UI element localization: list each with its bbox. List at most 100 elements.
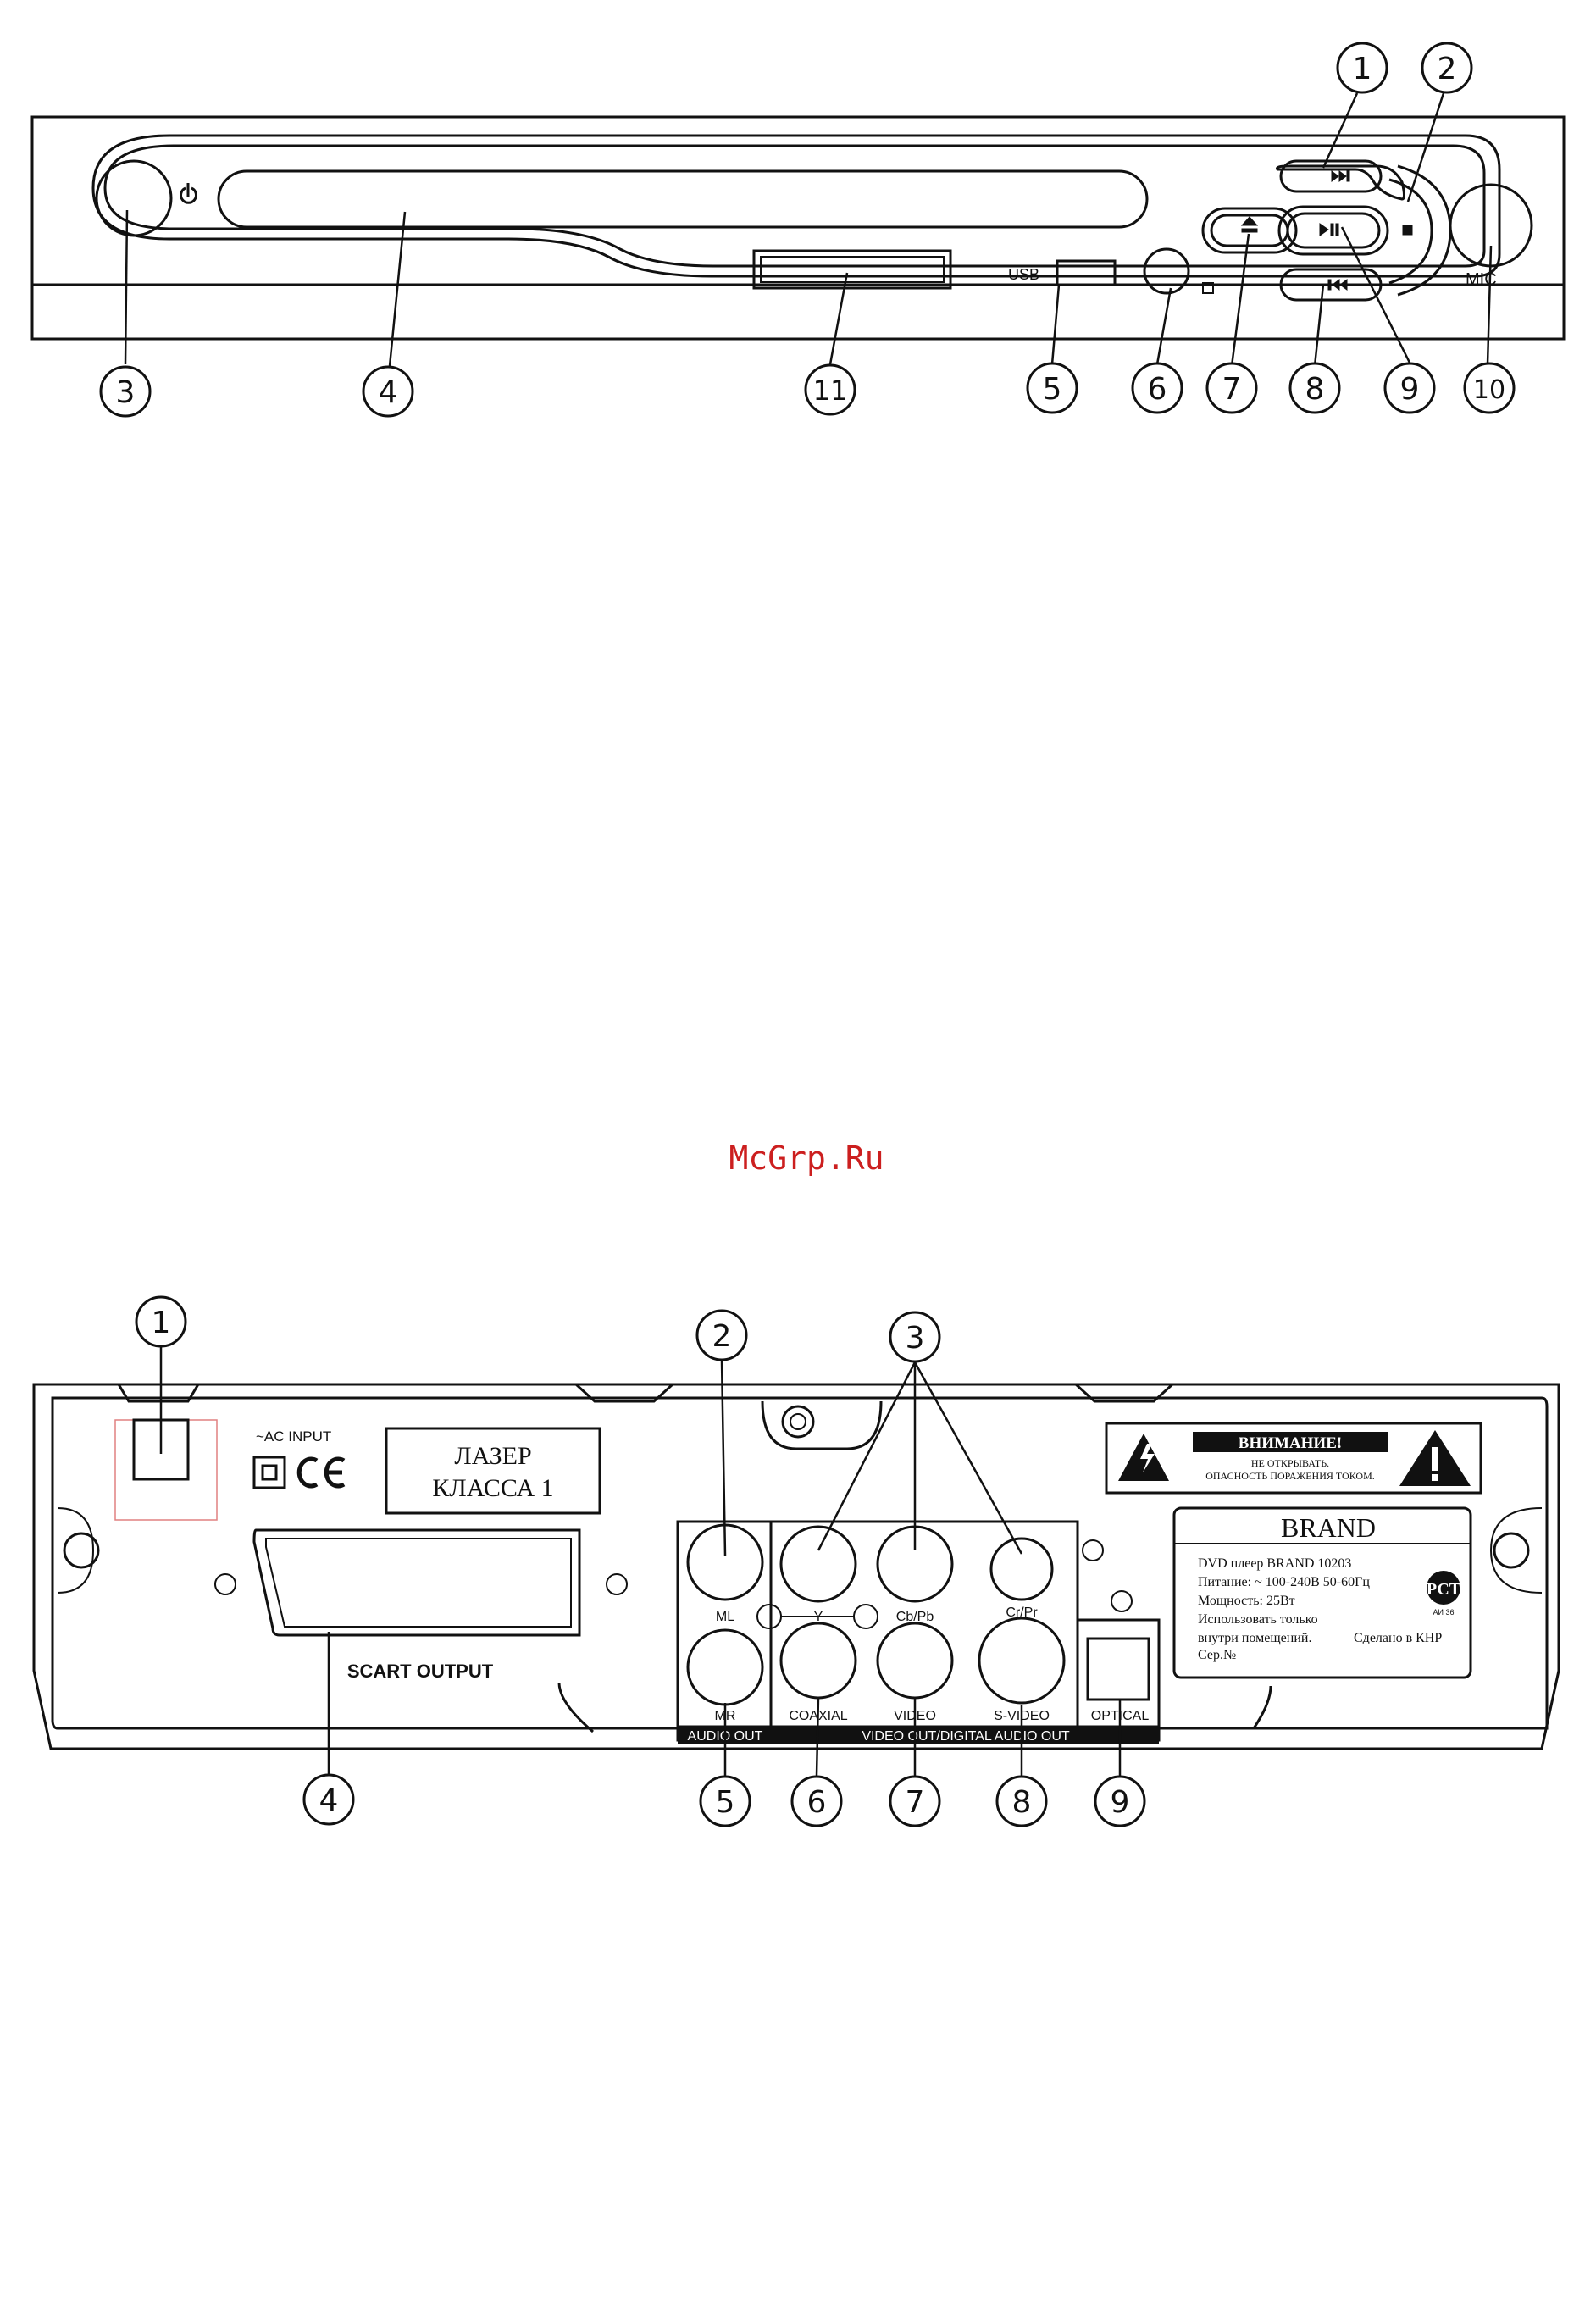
ce-mark-icon <box>296 1456 346 1489</box>
ac-input-label: ~AC INPUT <box>256 1428 331 1445</box>
ir-sensor-icon <box>1202 282 1214 294</box>
usb-port[interactable] <box>1056 259 1117 286</box>
rear-top-notch-left <box>574 1383 674 1403</box>
play-pause-icon <box>1319 223 1339 236</box>
eject-icon <box>1240 216 1259 233</box>
jack-panel-label-bar <box>678 1727 1159 1744</box>
svg-text:3: 3 <box>906 1321 925 1356</box>
svg-text:6: 6 <box>807 1785 827 1820</box>
svg-text:4: 4 <box>319 1783 339 1818</box>
rear-callout-2: 2 <box>695 1309 748 1361</box>
front-chassis <box>30 115 1566 341</box>
scart-connector[interactable] <box>252 1528 581 1637</box>
double-insulation-icon <box>252 1456 286 1489</box>
svg-text:7: 7 <box>1222 372 1242 407</box>
rear-leader-lines <box>159 1347 1122 1777</box>
next-button[interactable] <box>1279 159 1383 193</box>
svg-text:9: 9 <box>1111 1785 1130 1820</box>
rear-callout-3: 3 <box>889 1311 941 1363</box>
front-panel <box>30 115 1566 341</box>
rear-hole-right-2 <box>1111 1590 1133 1612</box>
stop-icon <box>1402 225 1413 236</box>
rear-chassis-inner <box>51 1396 1549 1730</box>
spec-sticker <box>1172 1506 1472 1679</box>
spec-made-in: Сделано в КНР <box>1354 1631 1442 1645</box>
rear-side-screw-left <box>63 1532 100 1569</box>
rear-chassis-outer <box>32 1383 1560 1750</box>
certification-mark-icon: РСТ <box>1427 1571 1461 1605</box>
laser-label-line2: КЛАССА 1 <box>432 1474 553 1502</box>
laser-label-line1: ЛАЗЕР <box>454 1442 531 1470</box>
svg-text:8: 8 <box>1012 1785 1032 1820</box>
warning-line1: НЕ ОТКРЫВАТЬ. <box>1251 1457 1329 1469</box>
front-callout-11: 11 <box>804 363 856 416</box>
power-button[interactable] <box>95 159 173 237</box>
rear-bottom-bump-right <box>1252 1685 1272 1729</box>
svg-text:10: 10 <box>1473 375 1505 405</box>
faceplate-inner <box>103 144 1486 268</box>
video-out-label: VIDEO OUT/DIGITAL AUDIO OUT <box>862 1729 1070 1744</box>
front-callout-8: 8 <box>1288 362 1341 414</box>
label-cr-pr: Cr/Pr <box>1006 1605 1038 1620</box>
jack-s-video[interactable] <box>978 1617 1066 1705</box>
rear-top-notch-ac <box>117 1384 200 1403</box>
label-ml: ML <box>716 1610 734 1624</box>
lightning-warning-icon <box>1118 1434 1169 1481</box>
rear-callout-1: 1 <box>135 1295 187 1348</box>
front-callout-1: 1 <box>1336 42 1388 94</box>
display-window-inner <box>760 256 945 283</box>
svg-text:8: 8 <box>1305 372 1325 407</box>
stop-button[interactable] <box>1388 178 1433 285</box>
label-cb-pb: Cb/Pb <box>896 1610 934 1624</box>
svg-text:11: 11 <box>813 374 848 407</box>
spec-line-wattage: Мощность: 25Вт <box>1198 1594 1295 1608</box>
rear-bottom-bump-left <box>557 1682 594 1733</box>
spec-serial: Сер.№ <box>1198 1648 1236 1662</box>
svg-text:9: 9 <box>1400 372 1420 407</box>
jack-coaxial[interactable] <box>779 1622 857 1700</box>
rear-callout-9: 9 <box>1094 1775 1146 1827</box>
spec-line-indoor-1: Использовать только <box>1198 1612 1318 1627</box>
front-callout-2: 2 <box>1421 42 1473 94</box>
rear-side-bracket-right <box>1489 1507 1543 1594</box>
mic-label: MIC <box>1466 270 1497 289</box>
scart-label: SCART OUTPUT <box>347 1661 494 1682</box>
svg-text:7: 7 <box>906 1785 925 1820</box>
jack-divider-ring-right <box>853 1604 878 1629</box>
eject-button-ring <box>1201 207 1298 254</box>
warning-sticker <box>1105 1422 1482 1495</box>
jack-y[interactable] <box>779 1525 857 1603</box>
front-callouts: 1 2 3 4 11 5 6 7 8 9 10 <box>99 42 1516 418</box>
jack-optical[interactable] <box>1086 1637 1150 1701</box>
front-callout-10: 10 <box>1463 362 1516 414</box>
usb-label: USB <box>1008 266 1039 283</box>
warning-line2: ОПАСНОСТЬ ПОРАЖЕНИЯ ТОКОМ. <box>1205 1470 1375 1482</box>
spec-line-model: DVD плеер BRAND 10203 <box>1198 1556 1351 1571</box>
front-callout-6: 6 <box>1131 362 1183 414</box>
rear-top-screw <box>781 1405 815 1439</box>
display-window <box>752 249 952 290</box>
warning-title: ВНИМАНИЕ! <box>1239 1434 1342 1452</box>
jack-cr-pr[interactable] <box>989 1537 1054 1601</box>
svg-text:5: 5 <box>716 1785 735 1820</box>
scart-connector-inner <box>265 1538 572 1628</box>
ir-sensor <box>1143 247 1190 295</box>
watermark: McGrp.Ru <box>729 1140 884 1177</box>
spec-line-indoor-2: внутри помещений. <box>1198 1631 1311 1645</box>
prev-button[interactable] <box>1279 268 1383 302</box>
jack-video[interactable] <box>876 1622 954 1700</box>
rear-callout-8: 8 <box>995 1775 1048 1827</box>
svg-text:4: 4 <box>379 375 398 410</box>
play-pause-button[interactable] <box>1286 212 1381 249</box>
svg-text:РСТ: РСТ <box>1427 1580 1461 1599</box>
rear-hole-mid <box>606 1573 628 1595</box>
front-callout-7: 7 <box>1205 362 1258 414</box>
svg-text:1: 1 <box>1353 52 1372 86</box>
rear-side-bracket-left <box>57 1507 95 1594</box>
front-callout-4: 4 <box>362 365 414 418</box>
front-callout-3: 3 <box>99 365 152 418</box>
jack-mr[interactable] <box>686 1628 764 1706</box>
front-callout-9: 9 <box>1383 362 1436 414</box>
rear-hole-right-1 <box>1082 1539 1104 1561</box>
